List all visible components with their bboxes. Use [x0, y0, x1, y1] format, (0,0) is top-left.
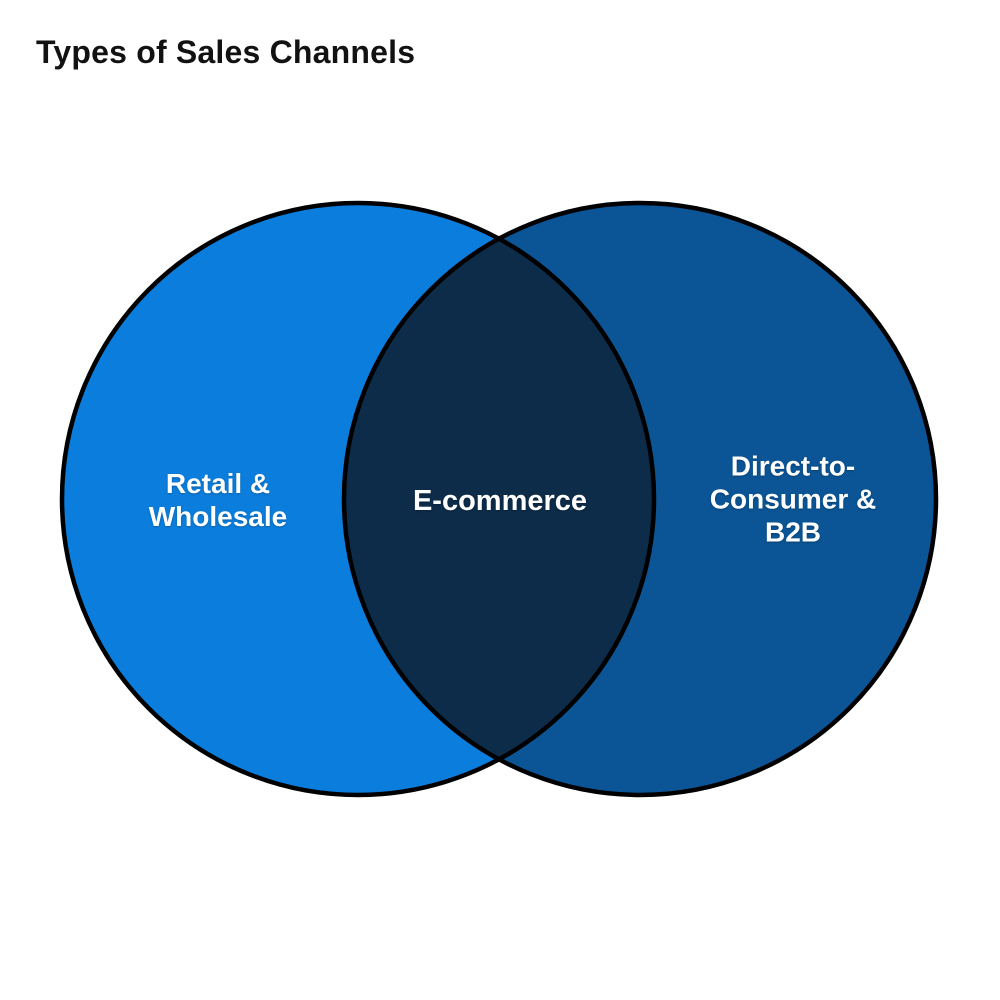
right-circle-outline — [341, 200, 939, 798]
intersection-label: E-commerce — [412, 484, 588, 517]
page-title: Types of Sales Channels — [36, 34, 416, 70]
left-circle-label: Retail & Wholesale — [148, 467, 288, 532]
right-circle-label: Direct-to- Consumer & B2B — [709, 450, 877, 548]
intersection-region — [344, 203, 654, 795]
left-circle-outline — [59, 200, 657, 798]
